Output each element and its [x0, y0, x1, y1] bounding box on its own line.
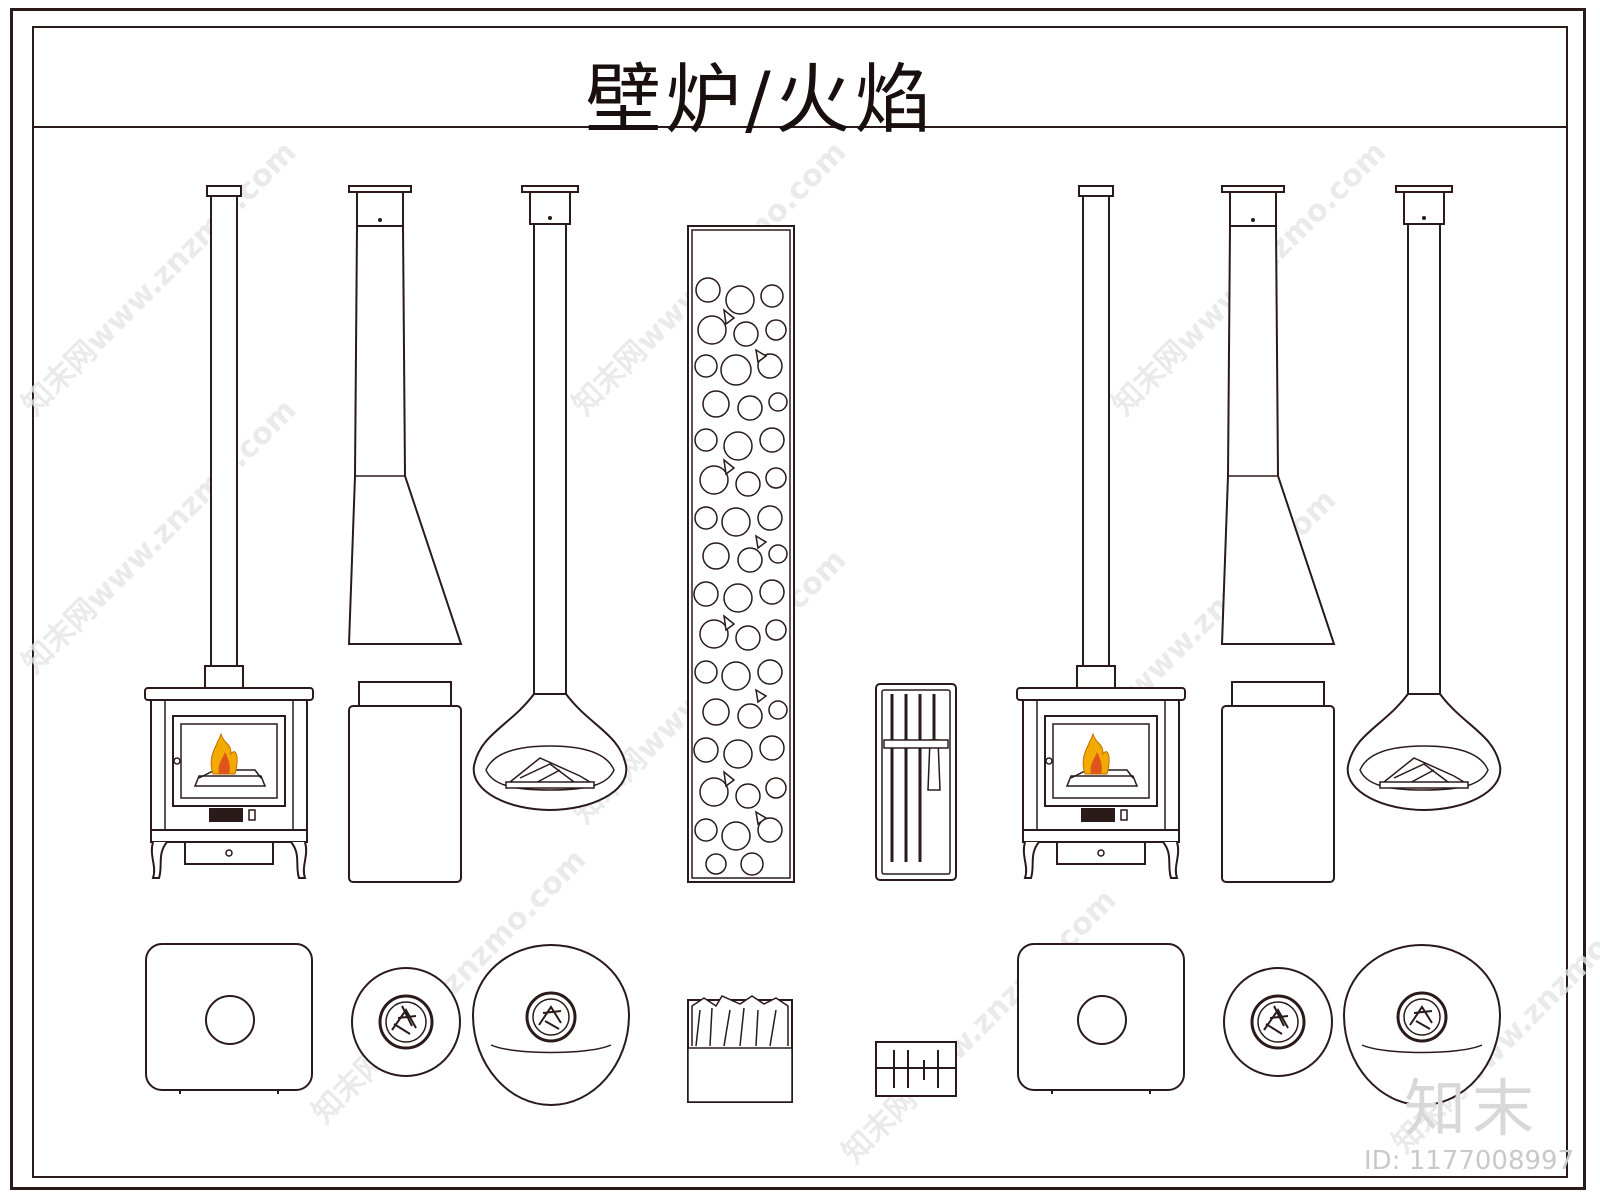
fireplace-tool-set: [875, 683, 957, 881]
wood-stove-elevation-right: [1016, 185, 1186, 879]
hanging-plan-left: [471, 943, 631, 1107]
hood-plan-left: [350, 966, 462, 1078]
hanging-bowl-fireplace-left: [472, 185, 628, 811]
hanging-bowl-fireplace-right: [1346, 185, 1502, 811]
firewood-tower-plan: [687, 995, 793, 1103]
stove-plan-right: [1017, 943, 1185, 1095]
brand-logo: 知末: [1404, 1072, 1541, 1145]
page-title: 壁炉/火焰: [585, 55, 935, 144]
cone-hood-fireplace-left: [348, 185, 462, 883]
inner-frame: [32, 26, 1568, 1178]
asset-id: ID: 1177008997: [1364, 1146, 1575, 1176]
outer-frame: [10, 8, 1586, 1190]
stove-plan-left: [145, 943, 313, 1095]
tool-set-plan: [875, 1041, 957, 1097]
cone-hood-fireplace-right: [1221, 185, 1335, 883]
hood-plan-right: [1222, 966, 1334, 1078]
firewood-storage-tower: [687, 225, 795, 883]
title-divider: [32, 126, 1568, 128]
wood-stove-elevation-left: [144, 185, 314, 879]
